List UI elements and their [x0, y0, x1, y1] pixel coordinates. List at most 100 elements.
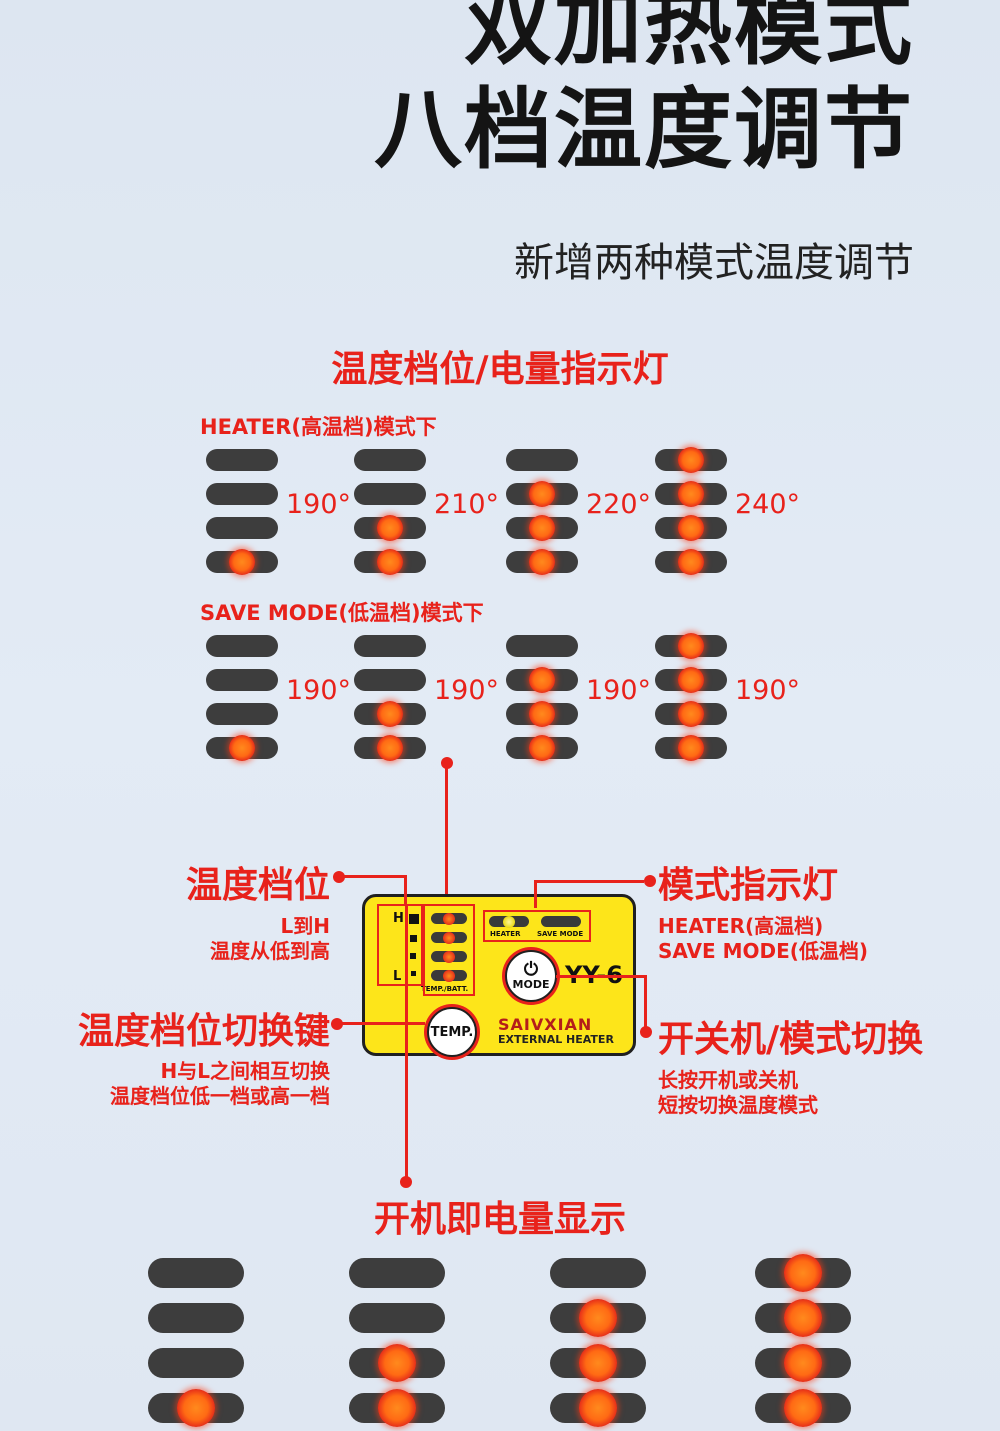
level-letter-high: H [393, 911, 404, 926]
indicator-section-title: 温度档位/电量指示灯 [331, 349, 669, 390]
led-bar [506, 481, 578, 507]
mode-button-label: MODE [512, 977, 550, 991]
led-bar [354, 549, 426, 575]
led-bar [206, 449, 278, 471]
power-annotation-text-1: 长按开机或关机 [658, 1068, 798, 1092]
led-bar [148, 1258, 244, 1288]
level-key-annotation-title: 温度档位切换键 [77, 1011, 330, 1052]
temp-label: 190° [286, 675, 352, 706]
led-bar [206, 735, 278, 761]
device-level-led-1 [431, 969, 467, 982]
temp-button-label: TEMP. [430, 1024, 474, 1040]
led-bar [354, 701, 426, 727]
battery-section-title: 开机即电量显示 [373, 1199, 626, 1240]
led-bar [655, 701, 727, 727]
led-bar [755, 1344, 851, 1382]
led-bar [206, 517, 278, 539]
device-panel: H L TEMP./BATT. HEATER SAVE MODE ⏻ MODE … [362, 894, 636, 1057]
connector-line-top [445, 763, 448, 900]
battery-connector-line [405, 905, 408, 1181]
led-bar [506, 549, 578, 575]
led-bar [655, 735, 727, 761]
led-bar [755, 1299, 851, 1337]
led-bar [206, 483, 278, 505]
save-led-label: SAVE MODE [537, 930, 584, 938]
level-key-annotation-text-1: H与L之间相互切换 [160, 1059, 330, 1083]
led-bar [506, 515, 578, 541]
temp-button[interactable]: TEMP. [427, 1007, 477, 1057]
temp-label: 190° [735, 675, 801, 706]
mode-led-vline [534, 880, 537, 908]
mode-led-hline [534, 880, 644, 883]
level-square-2 [410, 935, 417, 942]
level-key-line [337, 1022, 425, 1025]
mode-led-annotation-text-2: SAVE MODE(低温档) [658, 939, 869, 963]
led-bar [655, 481, 727, 507]
power-hline [556, 975, 646, 978]
led-bar [550, 1258, 646, 1288]
brand-name: SAIVXIAN [498, 1015, 593, 1034]
temp-label: 220° [586, 489, 652, 520]
level-annotation-hline [339, 875, 407, 878]
level-annotation-text-1: L到H [280, 914, 330, 938]
level-annotation-title: 温度档位 [185, 865, 330, 906]
device-level-led-4 [431, 912, 467, 925]
led-bar [206, 703, 278, 725]
led-bar [206, 549, 278, 575]
title-line-2: 八档温度调节 [373, 78, 914, 181]
led-bar [550, 1344, 646, 1382]
temp-label: 190° [434, 675, 500, 706]
led-bar [148, 1348, 244, 1378]
level-annotation-vline [404, 875, 407, 905]
led-bar [206, 635, 278, 657]
power-annotation-title: 开关机/模式切换 [658, 1019, 924, 1060]
led-bar [655, 549, 727, 575]
save-mode-led [541, 916, 581, 927]
led-bar [506, 635, 578, 657]
led-bar [148, 1303, 244, 1333]
power-icon: ⏻ [523, 958, 539, 980]
mode-led-dot [644, 875, 656, 887]
mode-button[interactable]: ⏻ MODE [505, 950, 557, 1002]
heater-mode-led [489, 915, 529, 928]
level-square-3 [410, 953, 416, 959]
led-bar [550, 1389, 646, 1427]
led-bar [354, 735, 426, 761]
heater-mode-label: HEATER(高温档)模式下 [200, 415, 437, 439]
brand-subtitle: EXTERNAL HEATER [498, 1033, 614, 1046]
led-bar [506, 667, 578, 693]
led-bar [349, 1344, 445, 1382]
mode-led-annotation-text-1: HEATER(高温档) [658, 914, 824, 938]
temp-label: 210° [434, 489, 500, 520]
level-square-4 [411, 971, 416, 976]
power-vline [644, 975, 647, 1030]
led-bar [506, 735, 578, 761]
led-bar [349, 1303, 445, 1333]
power-annotation-text-2: 短按切换温度模式 [658, 1093, 818, 1117]
led-bar [655, 633, 727, 659]
battery-connector-dot [400, 1176, 412, 1188]
level-square-1 [409, 914, 419, 924]
led-bar [354, 483, 426, 505]
led-bar [354, 449, 426, 471]
led-bar [755, 1254, 851, 1292]
temp-label: 190° [286, 489, 352, 520]
mode-led-annotation-title: 模式指示灯 [658, 865, 839, 906]
led-bar [755, 1389, 851, 1427]
led-bar [655, 667, 727, 693]
device-level-led-2 [431, 950, 467, 963]
mode-leds-box [483, 910, 591, 942]
led-bar [506, 701, 578, 727]
device-level-led-3 [431, 931, 467, 944]
led-bar [550, 1299, 646, 1337]
title-line-1: 双加热模式 [463, 0, 914, 77]
led-bar [655, 447, 727, 473]
led-bar [354, 515, 426, 541]
led-bar [349, 1389, 445, 1427]
led-bar [349, 1258, 445, 1288]
temp-label: 190° [586, 675, 652, 706]
level-leds-box [423, 904, 475, 996]
temp-batt-label: TEMP./BATT. [421, 985, 469, 993]
led-bar [655, 515, 727, 541]
led-bar [506, 449, 578, 471]
